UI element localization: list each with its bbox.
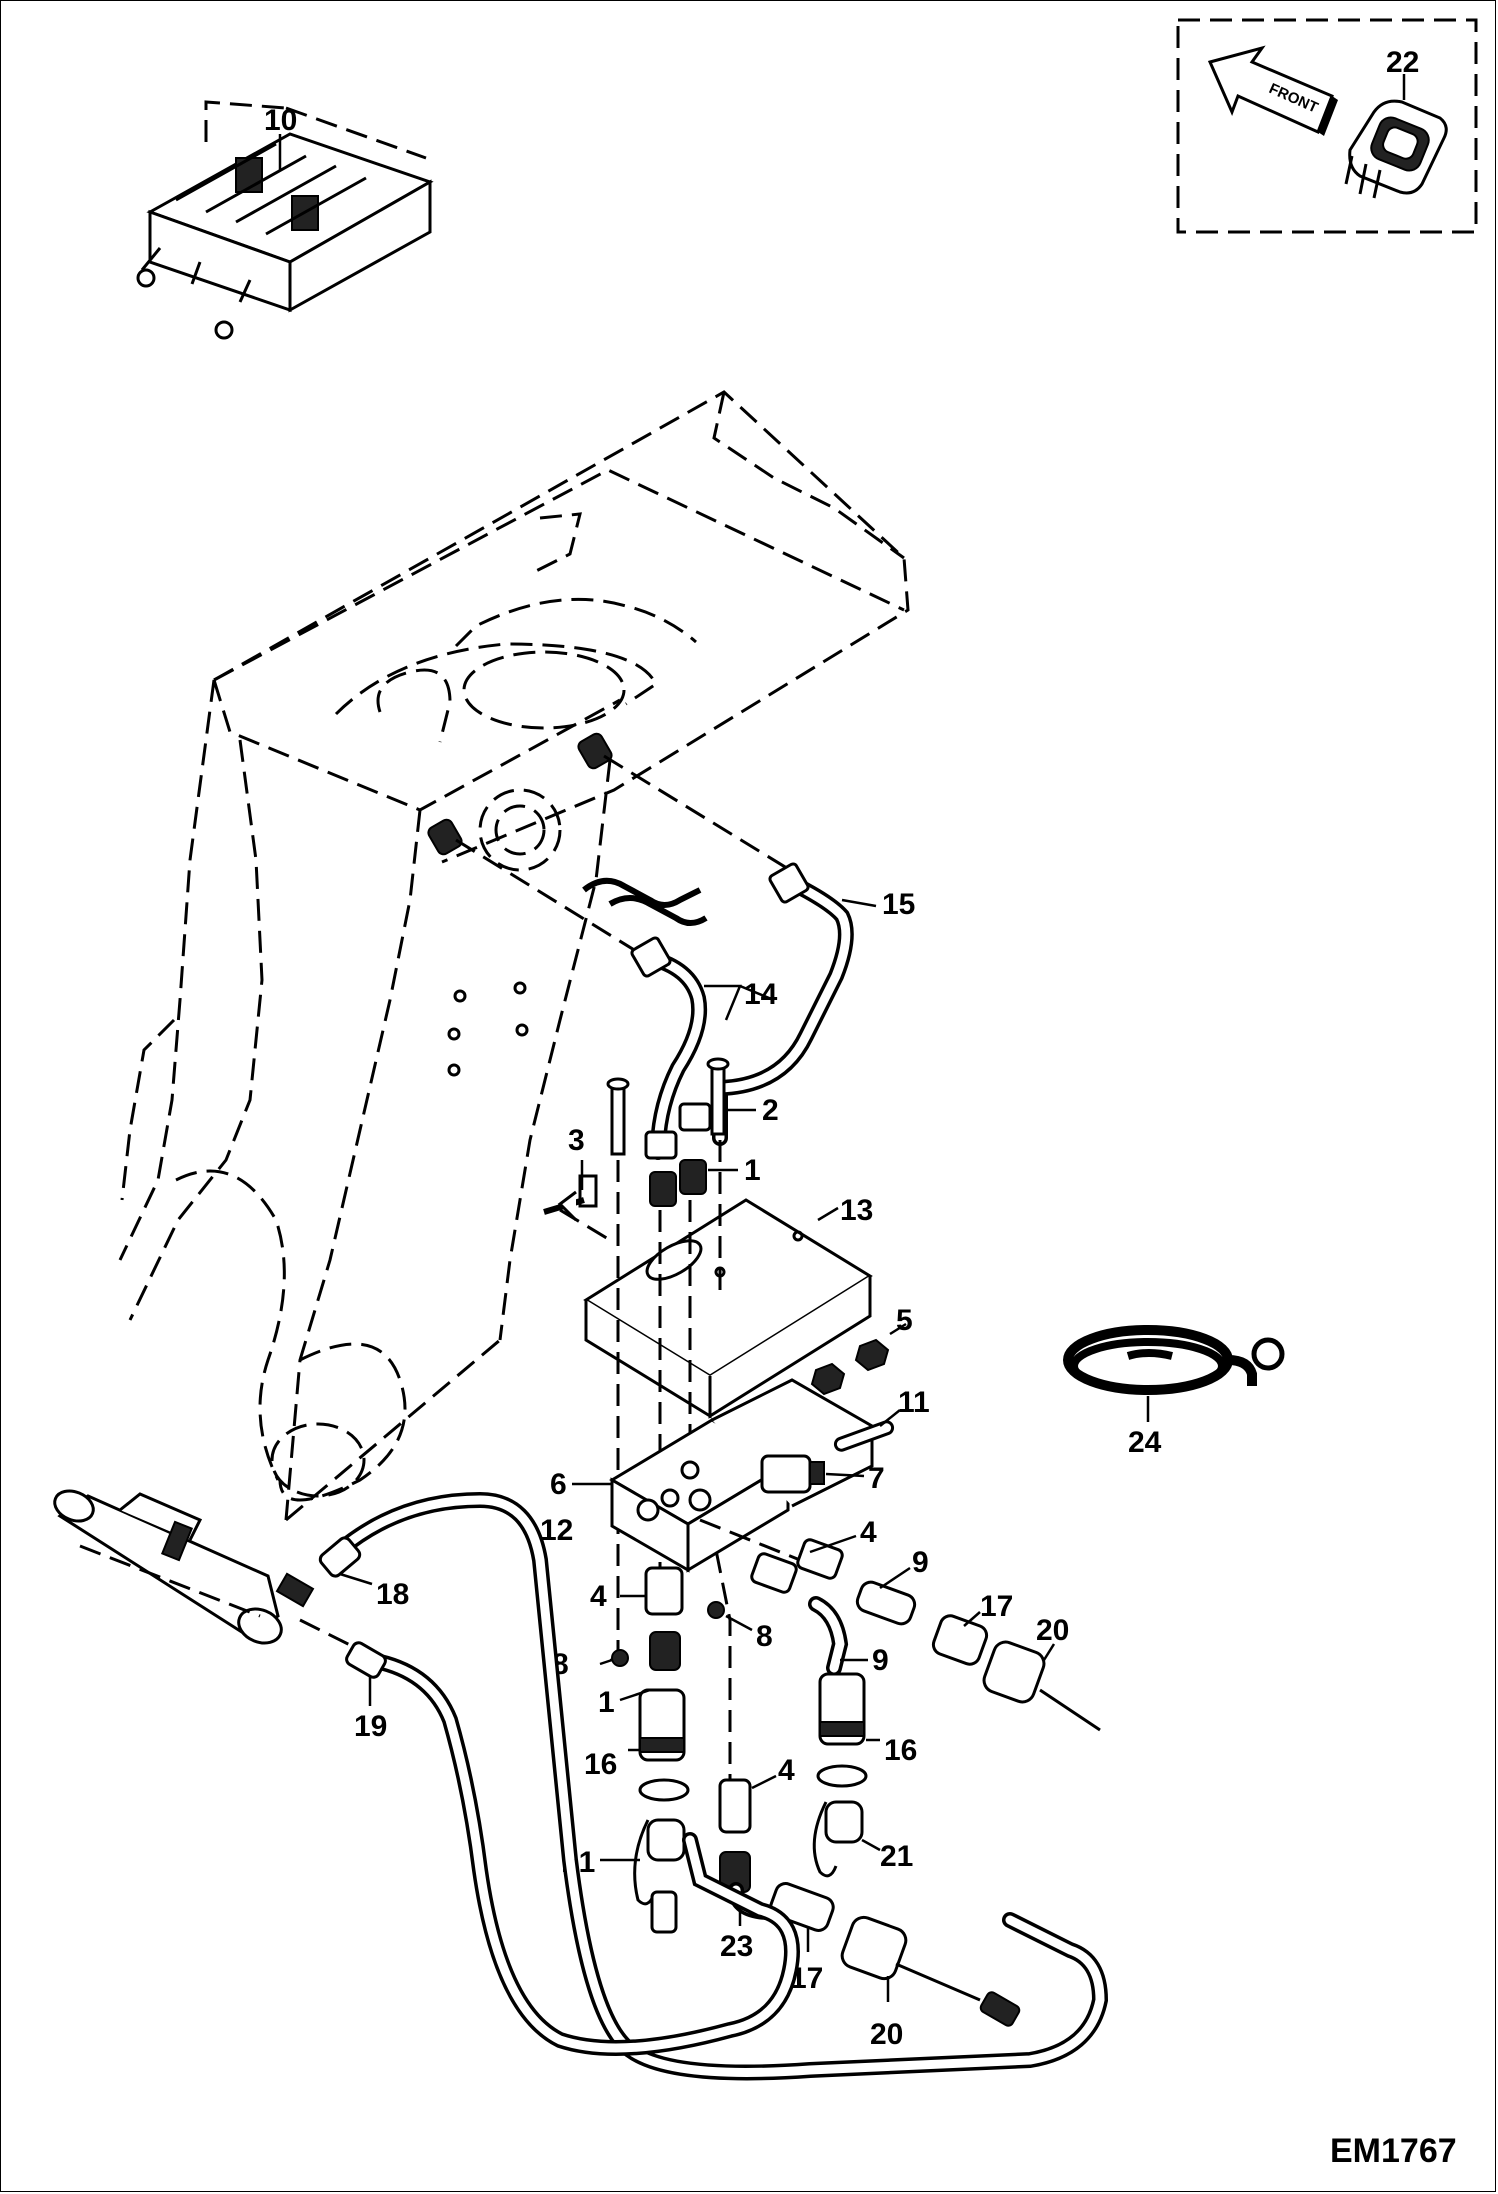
left-coupler-stack (633, 1566, 690, 1906)
nuts-5 (810, 1338, 890, 1396)
callout-6: 6 (550, 1468, 567, 1501)
callout-15: 15 (882, 888, 915, 921)
callout-14: 14 (744, 978, 778, 1011)
callout-20-bottom: 20 (870, 2018, 903, 2051)
callout-2: 2 (762, 1094, 779, 1127)
callout-9-top: 9 (912, 1546, 929, 1579)
callout-22: 22 (1386, 46, 1419, 79)
callout-4-left: 4 (590, 1580, 607, 1613)
callout-11: 11 (898, 1386, 930, 1419)
callout-1-bottom: 1 (598, 1686, 615, 1719)
callout-9-bottom: 9 (872, 1644, 889, 1677)
callout-19: 19 (354, 1710, 387, 1743)
front-arrow-icon: FRONT (1207, 45, 1338, 136)
callout-20-right: 20 (1036, 1614, 1069, 1647)
mounting-plate-13 (583, 1198, 873, 1419)
plugs-8 (611, 1601, 725, 1667)
bolts (543, 1057, 730, 1222)
steel-tubes (630, 862, 854, 1160)
cylinder-and-hoses (53, 1489, 1109, 2081)
callout-17-right: 17 (980, 1590, 1013, 1623)
frame-port-fittings (427, 732, 613, 856)
callout-10: 10 (264, 104, 297, 137)
callout-4-bottom: 4 (778, 1754, 795, 1787)
callout-24: 24 (1128, 1426, 1162, 1459)
callout-18: 18 (376, 1578, 409, 1611)
callout-13: 13 (840, 1194, 873, 1227)
loader-frame-outline (118, 390, 910, 1522)
callout-12: 12 (540, 1514, 573, 1547)
figure-code: EM1767 (1330, 2132, 1457, 2170)
callout-16-right: 16 (884, 1734, 917, 1767)
switch-22-icon (1344, 99, 1448, 199)
callout-5: 5 (896, 1304, 913, 1337)
adapters-top (649, 1159, 707, 1207)
callout-16-left: 16 (584, 1748, 617, 1781)
coiled-hose-24 (1063, 1325, 1285, 1395)
inset-border (1176, 18, 1478, 234)
right-coupler-branch (699, 1518, 1101, 1732)
callout-21-right: 21 (880, 1840, 913, 1873)
front-orientation-inset: FRONT 22 (1176, 18, 1478, 234)
callout-23: 23 (720, 1930, 753, 1963)
callout-4-right: 4 (860, 1516, 877, 1549)
callout-7: 7 (868, 1462, 885, 1495)
callout-8-right: 8 (756, 1620, 773, 1653)
pin-11 (833, 1420, 895, 1452)
relay-module-10 (136, 100, 434, 340)
callout-3: 3 (568, 1124, 585, 1157)
callout-1-top: 1 (744, 1154, 761, 1187)
right-coupler-stack (812, 1672, 868, 1878)
